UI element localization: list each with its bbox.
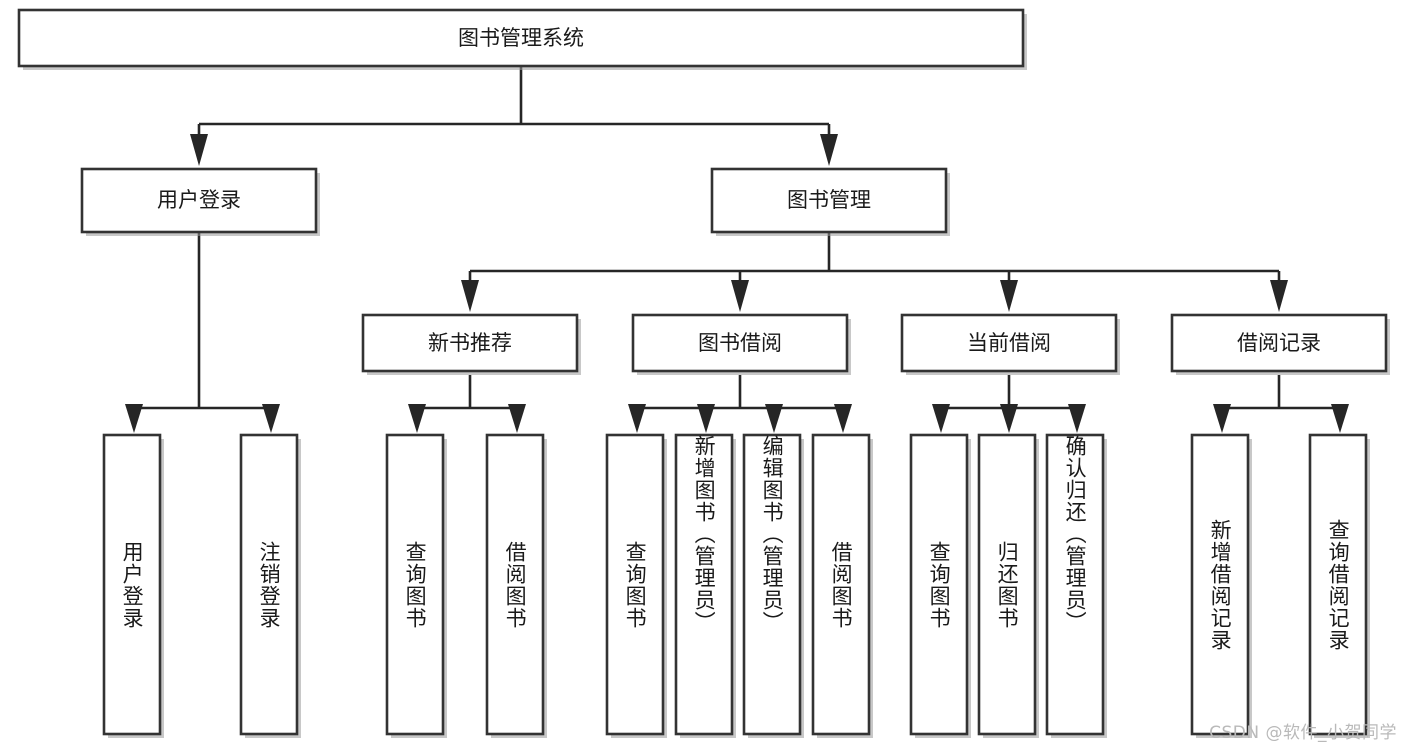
arrow-head-userlogin-leaf1 — [125, 404, 143, 433]
leaf-node-return-book[interactable] — [977, 433, 1039, 738]
leaf-node-query-book-nb[interactable] — [385, 433, 447, 738]
leaf-add-book-admin-rect[interactable] — [674, 433, 734, 736]
leaf-logout-rect[interactable] — [239, 433, 299, 736]
arrow-head-newbook — [461, 280, 479, 312]
leaf-node-add-borrow-record[interactable] — [1190, 433, 1252, 738]
node-book-management-label: 图书管理 — [787, 188, 871, 212]
arrow-head-newbook-leaf1 — [408, 404, 426, 433]
arrow-head-bookmgmt — [820, 134, 838, 166]
node-book-management[interactable]: 图书管理 — [710, 167, 950, 236]
node-user-login-label: 用户登录 — [157, 188, 241, 212]
node-book-borrow-rect[interactable] — [631, 313, 849, 373]
arrow-head-currentborrow-leaf2 — [1000, 404, 1018, 433]
leaf-node-confirm-return-admin[interactable] — [1045, 433, 1107, 738]
node-borrow-record-label: 借阅记录 — [1237, 331, 1321, 355]
leaf-node-query-book-bb[interactable] — [605, 433, 667, 738]
node-current-borrow-rect[interactable] — [900, 313, 1118, 373]
node-borrow-record[interactable]: 借阅记录 — [1170, 313, 1390, 375]
arrow-head-currentborrow-leaf3 — [1068, 404, 1086, 433]
arrow-head-borrowrecord-leaf1 — [1213, 404, 1231, 433]
leaf-borrow-book-bb-rect[interactable] — [811, 433, 871, 736]
leaf-node-add-book-admin[interactable] — [674, 433, 736, 738]
connector-group-bookmgmt — [461, 232, 1288, 312]
node-book-borrow[interactable]: 图书借阅 — [631, 313, 851, 375]
node-new-book-recommend-label: 新书推荐 — [428, 331, 512, 355]
arrow-head-bookborrow-leaf2 — [697, 404, 715, 433]
leaf-add-borrow-record-rect[interactable] — [1190, 433, 1250, 736]
leaf-query-book-nb-rect[interactable] — [385, 433, 445, 736]
arrow-head-userlogin — [190, 134, 208, 166]
node-book-borrow-label: 图书借阅 — [698, 331, 782, 355]
node-root-label: 图书管理系统 — [458, 26, 584, 50]
arrow-head-currentborrow-leaf1 — [932, 404, 950, 433]
leaf-node-borrow-book-bb[interactable] — [811, 433, 873, 738]
node-new-book-recommend-rect[interactable] — [361, 313, 579, 373]
connector-group-currentborrow-leaves — [932, 375, 1086, 433]
node-user-login[interactable]: 用户登录 — [80, 167, 320, 236]
leaf-borrow-book-nb-rect[interactable] — [485, 433, 545, 736]
arrow-head-bookborrow — [731, 280, 749, 312]
leaf-node-query-borrow-record[interactable] — [1308, 433, 1370, 738]
node-root-rect[interactable] — [17, 8, 1025, 68]
leaf-query-borrow-record-rect[interactable] — [1308, 433, 1368, 736]
arrow-head-currentborrow — [1000, 280, 1018, 312]
watermark-text: CSDN @软件_小贺同学 — [1209, 723, 1397, 743]
node-current-borrow-label: 当前借阅 — [967, 331, 1051, 355]
leaf-confirm-return-admin-rect[interactable] — [1045, 433, 1105, 736]
leaf-edit-book-admin-rect[interactable] — [742, 433, 802, 736]
connector-group-newbook-leaves — [408, 375, 526, 433]
node-current-borrow[interactable]: 当前借阅 — [900, 313, 1120, 375]
leaf-node-edit-book-admin[interactable] — [742, 433, 804, 738]
connector-group-root — [190, 66, 838, 166]
connector-group-borrowrecord-leaves — [1213, 375, 1349, 433]
leaf-node-query-book-cb[interactable] — [909, 433, 971, 738]
node-root-system[interactable]: 图书管理系统 — [17, 8, 1027, 70]
leaf-return-book-rect[interactable] — [977, 433, 1037, 736]
arrow-head-borrowrecord — [1270, 280, 1288, 312]
leaf-node-user-login-action[interactable] — [102, 433, 164, 738]
arrow-head-bookborrow-leaf3 — [765, 404, 783, 433]
node-book-management-rect[interactable] — [710, 167, 948, 234]
connector-group-bookborrow-leaves — [628, 375, 852, 433]
connector-group-userlogin-leaves — [125, 232, 280, 433]
arrow-head-bookborrow-leaf4 — [834, 404, 852, 433]
leaf-node-borrow-book-nb[interactable] — [485, 433, 547, 738]
leaf-node-logout[interactable] — [239, 433, 301, 738]
node-user-login-rect[interactable] — [80, 167, 318, 234]
leaf-query-book-cb-rect[interactable] — [909, 433, 969, 736]
node-new-book-recommend[interactable]: 新书推荐 — [361, 313, 581, 375]
arrow-head-userlogin-leaf2 — [262, 404, 280, 433]
leaf-user-login-action-rect[interactable] — [102, 433, 162, 736]
node-borrow-record-rect[interactable] — [1170, 313, 1388, 373]
leaf-query-book-bb-rect[interactable] — [605, 433, 665, 736]
arrow-head-newbook-leaf2 — [508, 404, 526, 433]
arrow-head-borrowrecord-leaf2 — [1331, 404, 1349, 433]
arrow-head-bookborrow-leaf1 — [628, 404, 646, 433]
